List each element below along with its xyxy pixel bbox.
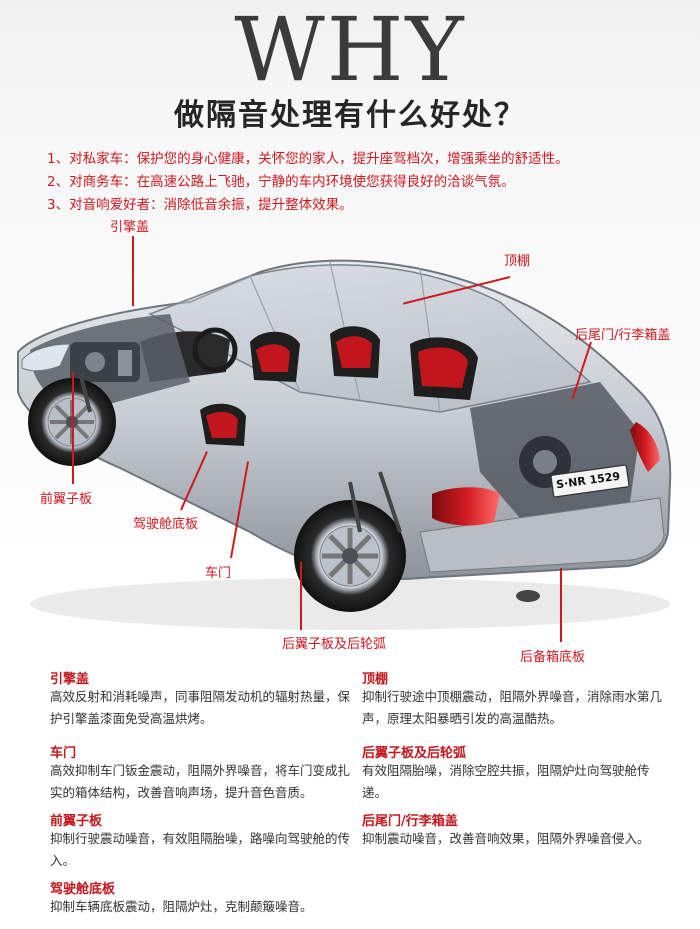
callout-cabin-floor: 驾驶舱底板 xyxy=(133,517,199,532)
detail-door-body: 高效抑制车门钣金震动，阻隔外界噪音，将车门变成扎实的箱体结构，改善音响声场，提升… xyxy=(50,763,351,800)
detail-hood-body: 高效反射和消耗噪声，同事阻隔发动机的辐射热量，保护引擎盖漆面免受高温烘烤。 xyxy=(50,689,351,726)
benefit-private-car: 1、对私家车：保护您的身心健康，关怀您的家人，提升座驾档次，增强乘坐的舒适性。 xyxy=(47,151,569,167)
detail-rear-fender-title: 后翼子板及后轮弧 xyxy=(362,746,467,761)
benefit-audio-fans: 3、对音响爱好者：消除低音余振，提升整体效果。 xyxy=(47,197,353,213)
callout-trunk: 后尾门/行李箱盖 xyxy=(575,328,671,343)
detail-trunk-title: 后尾门/行李箱盖 xyxy=(362,814,458,829)
leader-hood xyxy=(132,236,134,306)
leader-rear-fender xyxy=(300,562,302,630)
detail-descriptions: 引擎盖 高效反射和消耗噪声，同事阻隔发动机的辐射热量，保护引擎盖漆面免受高温烘烤… xyxy=(0,662,700,929)
detail-trunk-body: 抑制震动噪音，改善音响效果，阻隔外界噪音侵入。 xyxy=(362,831,650,846)
benefit-business-car: 2、对商务车：在高速公路上飞驰，宁静的车内环境使您获得良好的洽谈气氛。 xyxy=(47,174,515,190)
detail-front-fender-body: 抑制行驶震动噪音，有效阻隔胎噪，路噪向驾驶舱的传入。 xyxy=(50,831,351,868)
callout-spare-floor: 后备箱底板 xyxy=(520,650,586,665)
detail-roof-title: 顶棚 xyxy=(362,672,389,687)
benefit-list: 1、对私家车：保护您的身心健康，关怀您的家人，提升座驾档次，增强乘坐的舒适性。 … xyxy=(47,148,667,217)
detail-cabin-floor-body: 抑制车辆底板震动，阻隔炉灶，克制颠簸噪音。 xyxy=(50,899,313,914)
detail-hood-title: 引擎盖 xyxy=(50,672,90,687)
detail-cabin-floor-title: 驾驶舱底板 xyxy=(50,882,116,897)
callout-rear-fender: 后翼子板及后轮弧 xyxy=(282,637,387,652)
detail-front-fender-title: 前翼子板 xyxy=(50,814,103,829)
page-headline: 做隔音处理有什么好处？ xyxy=(174,98,526,133)
callout-roof: 顶棚 xyxy=(504,254,531,269)
callout-front-fender: 前翼子板 xyxy=(40,492,93,507)
detail-door-title: 车门 xyxy=(50,746,77,761)
car-illustration: 引擎盖 顶棚 后尾门/行李箱盖 前翼子板 驾驶舱底板 车门 后翼子板及后轮弧 后… xyxy=(0,220,700,665)
detail-roof-body: 抑制行驶途中顶棚震动，阻隔外界噪音，消除雨水第几声，原理太阳暴晒引发的高温酷热。 xyxy=(362,689,663,726)
callout-door: 车门 xyxy=(205,566,232,581)
leader-front-fender xyxy=(72,372,74,484)
hero-why-title: WHY xyxy=(234,0,466,101)
detail-rear-fender-body: 有效阻隔胎噪，消除空腔共振，阻隔炉灶向驾驶舱传递。 xyxy=(362,763,650,800)
car-cutaway-drawing xyxy=(17,259,672,630)
callout-hood: 引擎盖 xyxy=(110,220,150,235)
leader-spare-floor xyxy=(560,568,562,642)
